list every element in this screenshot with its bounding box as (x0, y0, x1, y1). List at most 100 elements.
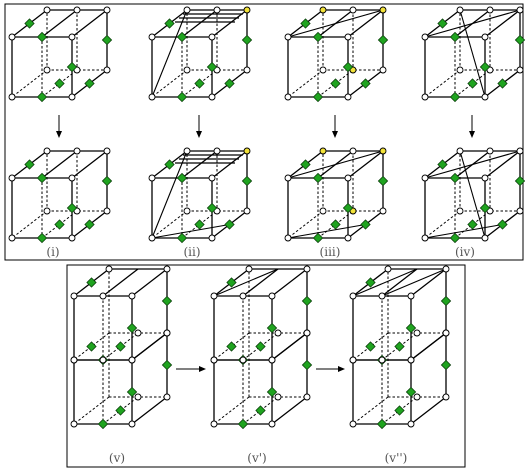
hidden-edge (424, 210, 461, 239)
vertex (344, 33, 352, 41)
vertex (349, 6, 357, 14)
green-diamond (101, 175, 113, 187)
vertex (486, 6, 494, 14)
vertex (344, 93, 352, 101)
vertex (148, 33, 156, 41)
hidden-edge (11, 69, 48, 98)
flip-line (151, 150, 188, 239)
green-diamond (164, 159, 175, 170)
prism (210, 265, 313, 430)
flip-line (151, 223, 230, 239)
cube-edge (271, 268, 308, 297)
panel-label-ii: (ii) (183, 245, 200, 259)
vertex (73, 6, 81, 14)
hidden-edge (73, 396, 110, 425)
green-diamond (36, 91, 48, 103)
vertex (284, 174, 292, 182)
vertex (239, 356, 247, 364)
vertex (284, 93, 292, 101)
panel-label-v: (v) (109, 451, 125, 465)
flip-line (213, 268, 279, 297)
green-diamond (440, 359, 452, 371)
green-diamond (24, 159, 35, 170)
down-arrow-head (196, 131, 202, 138)
vertex (284, 234, 292, 242)
vertex (70, 292, 78, 300)
hidden-edge (73, 332, 110, 361)
green-diamond (497, 78, 508, 89)
vertex (243, 6, 251, 14)
vertex (456, 66, 464, 74)
vertex (103, 6, 111, 14)
green-diamond (206, 202, 218, 214)
green-diamond (467, 78, 478, 89)
vertex (284, 33, 292, 41)
vertex (210, 356, 218, 364)
green-diamond (224, 219, 235, 230)
green-diamond (176, 172, 188, 184)
cube-edge (347, 150, 384, 179)
green-diamond (84, 219, 95, 230)
vertex (68, 93, 76, 101)
green-diamond (241, 34, 253, 46)
vertex (163, 265, 171, 273)
vertex (43, 147, 51, 155)
vertex (183, 66, 191, 74)
right-arrow-head (199, 366, 206, 372)
panel-label-v-prime: (v') (247, 451, 266, 465)
green-diamond (479, 202, 491, 214)
green-diamond (301, 359, 313, 371)
vertex (456, 6, 464, 14)
vertex (213, 6, 221, 14)
green-diamond (224, 78, 235, 89)
hidden-edge (317, 69, 354, 98)
green-diamond (377, 175, 389, 187)
vertex (303, 265, 311, 273)
vertex (239, 292, 247, 300)
hidden-edge (287, 69, 324, 98)
vertex (319, 66, 327, 74)
vertex (442, 329, 450, 337)
vertex (442, 265, 450, 273)
prism (70, 265, 173, 430)
vertex (43, 66, 51, 74)
green-diamond (36, 172, 48, 184)
vertex (210, 292, 218, 300)
hidden-edge (317, 210, 354, 239)
vertex (481, 33, 489, 41)
cube-edge (242, 268, 279, 297)
green-diamond (312, 232, 324, 244)
hidden-edge (287, 210, 324, 239)
vertex (303, 393, 311, 401)
green-diamond (226, 277, 237, 288)
green-diamond (437, 159, 448, 170)
green-diamond (126, 322, 138, 334)
green-diamond (161, 359, 173, 371)
flip-line (381, 268, 447, 297)
cube-edge (484, 150, 521, 179)
flip-line (424, 150, 521, 179)
vertex (349, 356, 357, 364)
vertex (8, 234, 16, 242)
vertex (319, 6, 327, 14)
vertex (456, 147, 464, 155)
cube-edge (484, 9, 521, 38)
cube-edge (41, 9, 78, 38)
down-arrow-head (56, 131, 62, 138)
vertex (268, 420, 276, 428)
cube-edge (131, 396, 168, 425)
green-diamond (394, 405, 405, 416)
vertex (243, 207, 251, 215)
green-diamond (54, 219, 65, 230)
hidden-edge (454, 210, 491, 239)
vertex (379, 207, 387, 215)
green-diamond (241, 175, 253, 187)
vertex (268, 356, 276, 364)
vertex (245, 265, 253, 273)
panel-label-iii: (iii) (320, 245, 341, 259)
cube-edge (271, 332, 308, 361)
vertex (183, 207, 191, 215)
vertex (481, 93, 489, 101)
green-diamond (330, 219, 341, 230)
vertex (421, 33, 429, 41)
